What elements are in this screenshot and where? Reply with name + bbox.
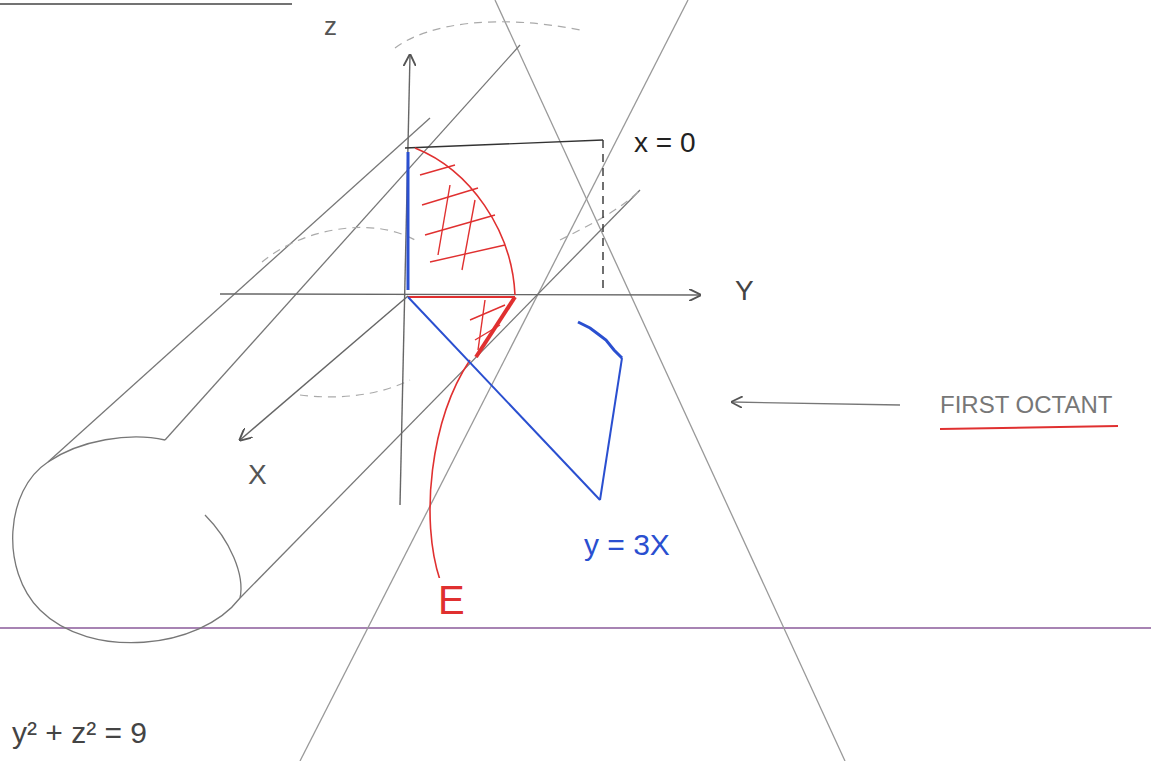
note-label: FIRST OCTANT	[938, 392, 1114, 418]
hidden-arc	[262, 22, 640, 397]
plane-label: y = 3X	[582, 528, 672, 561]
axis-label: X	[246, 460, 269, 491]
region-e	[408, 148, 515, 580]
plane-x0	[405, 140, 603, 290]
underline	[940, 426, 1118, 429]
page-rule	[0, 627, 1151, 629]
guide-line	[495, 0, 845, 761]
stray-line	[0, 3, 292, 5]
region-label: E	[436, 578, 467, 622]
guide-line	[300, 0, 688, 761]
axis-label: z	[322, 12, 339, 41]
cylinder	[13, 45, 640, 643]
plane-y3x	[408, 152, 622, 500]
plane-label: x = 0	[632, 128, 697, 159]
axis-label: Y	[733, 276, 756, 307]
surface-label: y² + z² = 9	[10, 716, 149, 749]
pointer-arrow	[732, 402, 900, 405]
axes	[220, 55, 700, 505]
